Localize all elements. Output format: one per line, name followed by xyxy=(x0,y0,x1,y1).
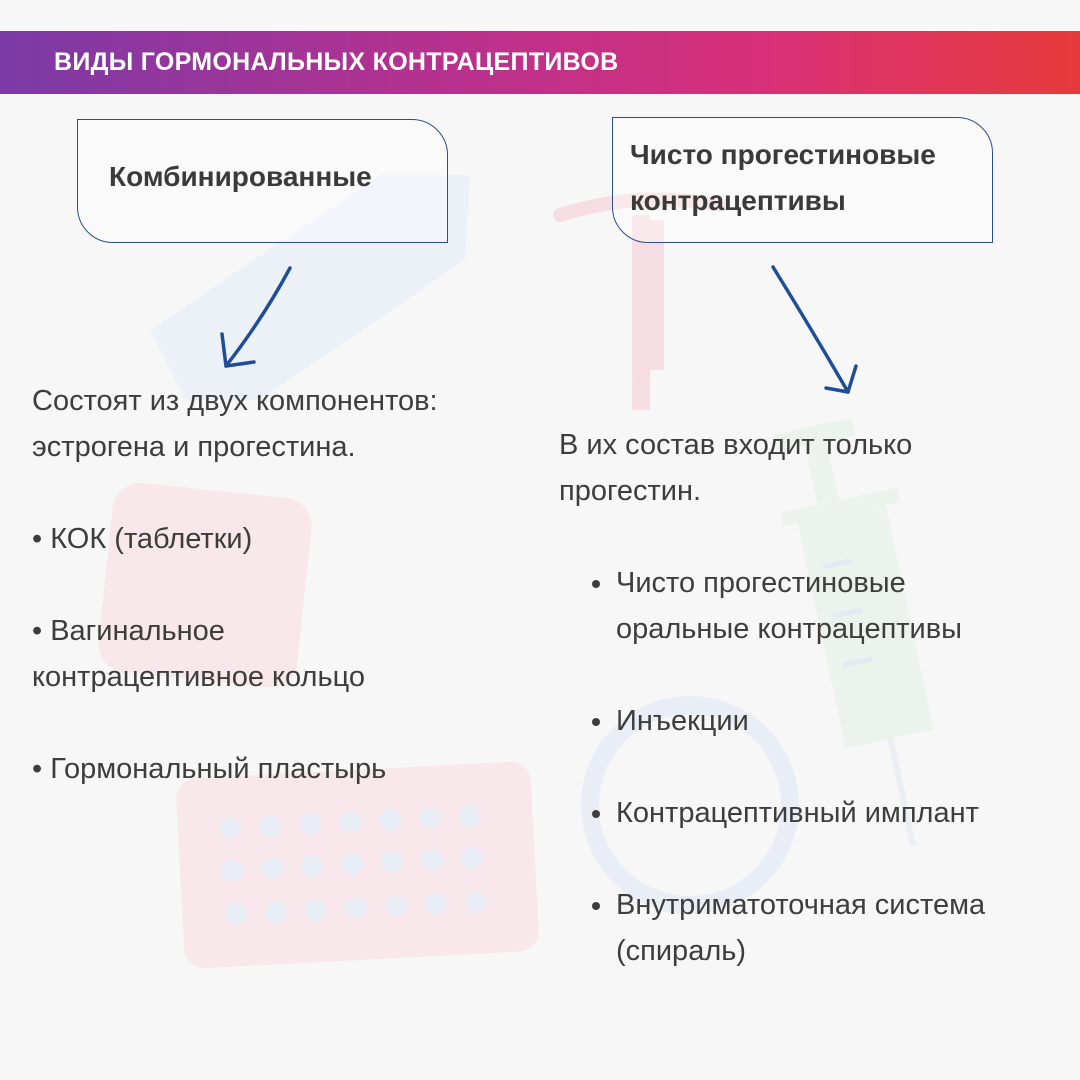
iud-spiral-icon xyxy=(553,192,727,410)
right-item-implant: Контрацептивный имплант xyxy=(616,797,979,829)
left-item-ring-line-1: • Вагинальное xyxy=(32,615,225,647)
left-item-patch: • Гормональный пластырь xyxy=(32,753,387,785)
bullet-icon xyxy=(592,810,600,818)
progestin-card-title-line-2: контрацептивы xyxy=(630,185,846,216)
right-item-ius-line-1: Внутриматоточная система xyxy=(616,889,986,921)
progestin-card-title-line-1: Чисто прогестиновые xyxy=(630,139,936,170)
bullet-icon xyxy=(592,580,600,588)
vaginal-ring-icon xyxy=(581,696,799,914)
right-item-oral-line-1: Чисто прогестиновые xyxy=(616,567,906,599)
right-item-injections: Инъекции xyxy=(616,705,749,737)
progestin-only-card: Чисто прогестиновые контрацептивы xyxy=(612,117,993,243)
combined-card: Комбинированные xyxy=(77,119,448,243)
header-banner: ВИДЫ ГОРМОНАЛЬНЫХ КОНТРАЦЕПТИВОВ xyxy=(0,31,1080,94)
left-item-coc: • КОК (таблетки) xyxy=(32,523,253,555)
left-item-ring-line-2: контрацептивное кольцо xyxy=(32,661,365,693)
combined-card-title: Комбинированные xyxy=(109,161,372,192)
right-item-ius-line-2: (спираль) xyxy=(616,935,747,967)
bullet-icon xyxy=(592,718,600,726)
right-description-line-1: В их состав входит только xyxy=(559,429,913,461)
contraceptive-patch-icon xyxy=(98,482,312,688)
bullet-icon xyxy=(592,902,600,910)
right-description-line-2: прогестин. xyxy=(559,475,702,507)
left-description-line-1: Состоят из двух компонентов: xyxy=(32,385,438,417)
left-description-line-2: эстрогена и прогестина. xyxy=(32,431,356,463)
right-item-oral-line-2: оральные контрацептивы xyxy=(616,613,963,645)
pill-blister-icon xyxy=(176,761,539,969)
syringe-icon xyxy=(773,417,934,847)
page-title: ВИДЫ ГОРМОНАЛЬНЫХ КОНТРАЦЕПТИВОВ xyxy=(54,48,619,76)
